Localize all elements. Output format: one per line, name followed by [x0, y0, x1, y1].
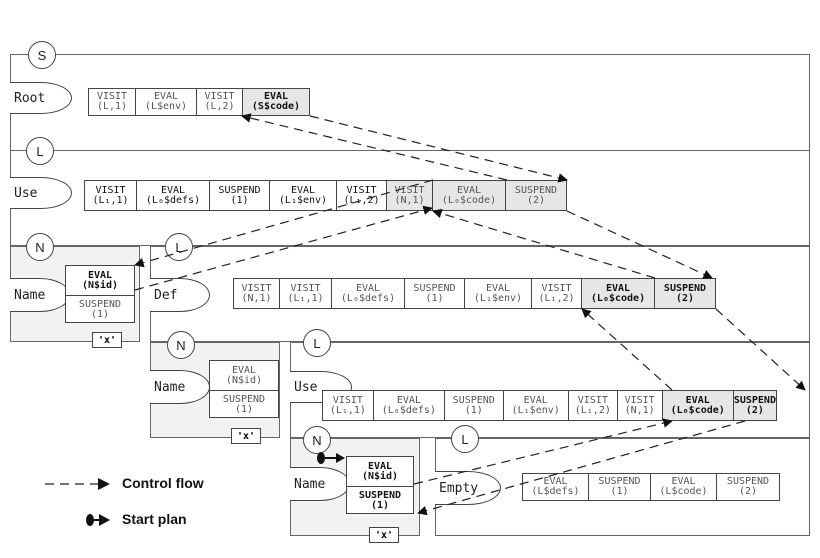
plan-cell: SUSPEND(1): [589, 474, 651, 500]
flow-arrow: [413, 418, 673, 485]
plan-cell: EVAL(L₀$defs): [332, 279, 405, 308]
plan-cell: EVAL(N$id): [225, 364, 263, 386]
plan-cell: VISIT(L₁,1): [323, 391, 374, 420]
plan-use: VISIT(L₁,1) EVAL(L₀$defs) SUSPEND(1) EVA…: [84, 180, 567, 211]
plan-use-2: VISIT(L₁,1) EVAL(L₀$defs) SUSPEND(1) EVA…: [322, 390, 777, 421]
plan-cell: VISIT(L₁,2): [569, 391, 618, 420]
plan-cell: EVAL(L₁$env): [465, 279, 532, 308]
label-def: Def: [150, 278, 210, 312]
legend-control-flow-glyph: [45, 478, 110, 490]
legend-start-plan-glyph: [86, 514, 110, 526]
plan-cell: SUSPEND(1): [66, 295, 134, 323]
plan-name-1: EVAL(N$id) SUSPEND(1): [65, 265, 135, 323]
plan-cell: VISIT(L,2): [197, 89, 243, 115]
plan-name-2: EVAL(N$id) SUSPEND(1): [209, 360, 279, 418]
node-circle-l: L: [165, 233, 193, 261]
legend-start-plan-label: Start plan: [122, 511, 187, 527]
flow-arrow: [417, 420, 746, 516]
start-plan-marker: [317, 452, 345, 464]
plan-cell: SUSPEND(2): [733, 391, 776, 420]
node-circle-s: S: [28, 41, 56, 69]
node-circle-n: N: [167, 331, 195, 359]
plan-cell: EVAL(L$env): [136, 89, 197, 115]
plan-cell: EVAL(L₀$code): [433, 181, 506, 210]
plan-cell: VISIT(N,1): [387, 181, 433, 210]
plan-cell: EVAL(L₀$code): [662, 391, 734, 420]
plan-def: VISIT(N,1) VISIT(L₁,1) EVAL(L₀$defs) SUS…: [233, 278, 716, 309]
flow-arrow: [134, 205, 433, 291]
label-name: Name: [290, 467, 350, 501]
label-root: Root: [10, 82, 72, 114]
plan-cell: VISIT(L,1): [89, 89, 136, 115]
label-name: Name: [150, 370, 210, 404]
plan-cell: EVAL(L$code): [651, 474, 717, 500]
plan-cell: VISIT(N,1): [618, 391, 663, 420]
plan-cell: EVAL(L₀$defs): [137, 181, 210, 210]
flow-arrow: [581, 308, 673, 391]
token-tag: 'x': [92, 332, 122, 348]
flow-arrow: [241, 113, 508, 181]
flow-arrow: [566, 210, 713, 279]
flow-arrow: [432, 208, 656, 279]
plan-cell: SUSPEND(1): [210, 390, 278, 418]
legend-control-flow-label: Control flow: [122, 475, 204, 491]
plan-cell: VISIT(L₁,2): [532, 279, 582, 308]
plan-cell: EVAL(L$defs): [523, 474, 589, 500]
plan-cell: EVAL(L₀$defs): [374, 391, 445, 420]
plan-cell: SUSPEND(1): [210, 181, 270, 210]
plan-empty: EVAL(L$defs) SUSPEND(1) EVAL(L$code) SUS…: [522, 473, 780, 501]
flow-arrow: [309, 115, 568, 183]
node-circle-l: L: [303, 329, 331, 357]
plan-cell: VISIT(L₁,2): [337, 181, 387, 210]
plan-cell: SUSPEND(1): [405, 279, 465, 308]
label-use: Use: [10, 177, 72, 209]
plan-name-3: EVAL(N$id) SUSPEND(1): [346, 456, 414, 514]
plan-cell: VISIT(N,1): [234, 279, 280, 308]
plan-cell: SUSPEND(2): [726, 476, 770, 497]
plan-cell: EVAL(N$id): [361, 460, 399, 482]
plan-cell: VISIT(L₁,1): [280, 279, 332, 308]
flow-arrow: [134, 179, 434, 268]
token-tag: 'x': [231, 428, 261, 444]
node-circle-l: L: [451, 425, 479, 453]
plan-cell: SUSPEND(2): [506, 181, 566, 210]
plan-cell: EVAL(L₀$code): [582, 279, 655, 308]
plan-cell: SUSPEND(1): [347, 486, 413, 514]
plan-cell: EVAL(L₁$env): [270, 181, 337, 210]
plan-cell: EVAL(N$id): [81, 269, 119, 291]
node-circle-n: N: [303, 426, 331, 454]
plan-cell: VISIT(L₁,1): [85, 181, 137, 210]
plan-root: VISIT(L,1) EVAL(L$env) VISIT(L,2) EVAL(S…: [88, 88, 310, 116]
plan-cell: EVAL(S$code): [243, 89, 309, 115]
plan-cell: EVAL(L₁$env): [504, 391, 569, 420]
node-circle-n: N: [26, 233, 54, 261]
label-name: Name: [10, 278, 70, 312]
flow-arrow: [715, 308, 806, 391]
plan-cell: SUSPEND(1): [445, 391, 504, 420]
plan-cell: SUSPEND(2): [655, 279, 715, 308]
token-tag: 'x': [369, 527, 399, 543]
node-circle-l: L: [26, 137, 54, 165]
